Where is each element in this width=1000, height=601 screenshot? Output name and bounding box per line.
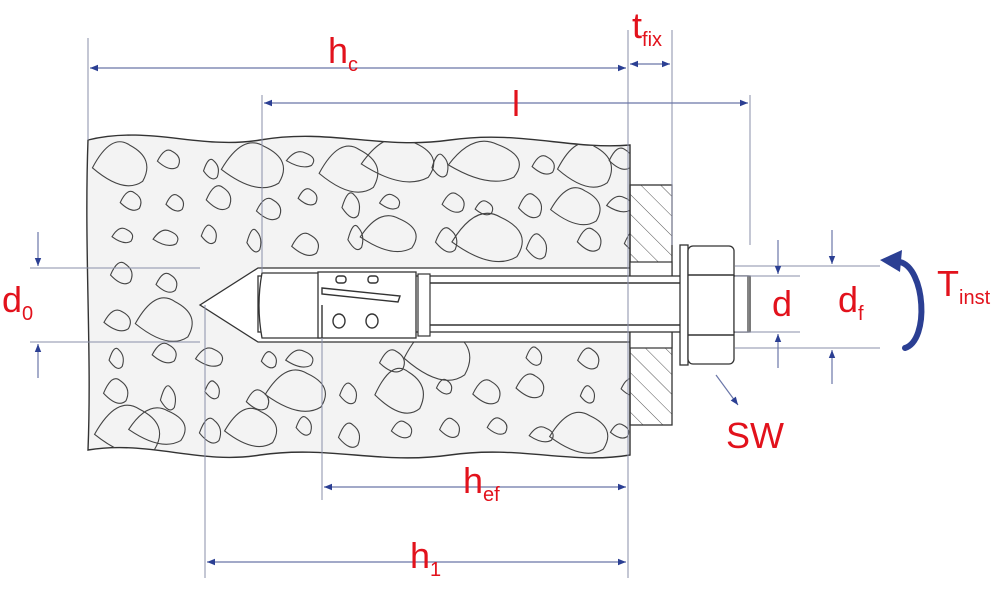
aggregate-stone xyxy=(159,385,177,411)
aggregate-stone xyxy=(525,233,548,260)
label-d: d xyxy=(772,283,792,324)
extension-lines xyxy=(30,30,880,578)
label-hef: hef xyxy=(463,460,500,506)
aggregate-stone xyxy=(548,411,609,454)
aggregate-stone xyxy=(198,417,222,444)
aggregate-stone xyxy=(155,272,178,293)
aggregate-stone xyxy=(205,185,232,211)
aggregate-stone xyxy=(152,229,179,247)
aggregate-stone xyxy=(151,342,177,364)
aggregate-stone xyxy=(447,140,520,182)
aggregate-stone xyxy=(431,153,449,178)
aggregate-stone xyxy=(528,426,554,443)
aggregate-stone xyxy=(246,228,262,253)
aggregate-stone xyxy=(223,407,278,448)
aggregate-stone xyxy=(605,195,631,213)
aggregate-stone xyxy=(202,158,219,180)
label-sw: SW xyxy=(726,415,784,456)
aggregate-stone xyxy=(220,142,284,189)
aggregate-stone xyxy=(260,351,277,369)
aggregate-stone xyxy=(531,155,555,175)
aggregate-stone xyxy=(165,193,185,212)
label-tinst: Tinst xyxy=(937,263,991,309)
aggregate-stone xyxy=(435,378,453,395)
aggregate-stone xyxy=(284,349,314,368)
aggregate-stone xyxy=(204,380,220,400)
torque-arrow-icon xyxy=(880,250,925,351)
label-hc: hc xyxy=(328,30,358,76)
aggregate-stone xyxy=(156,149,180,170)
aggregate-stone xyxy=(337,422,361,448)
aggregate-stone xyxy=(374,367,424,414)
aggregate-stone xyxy=(441,192,465,213)
aggregate-stone xyxy=(517,193,543,219)
aggregate-stone xyxy=(290,232,319,256)
dimension-lines xyxy=(34,60,836,566)
aggregate-stone xyxy=(111,227,134,244)
aggregate-stone xyxy=(108,347,124,369)
aggregate-stone xyxy=(486,417,508,435)
aggregate-stone xyxy=(341,192,361,219)
aggregate-stone xyxy=(608,147,631,170)
anchor-bolt xyxy=(257,244,751,366)
aggregate-stone xyxy=(245,389,270,411)
aggregate-stone xyxy=(390,420,413,439)
aggregate-stone xyxy=(339,382,358,405)
aggregate-stone xyxy=(472,379,501,405)
aggregate-stone xyxy=(134,297,193,342)
aggregate-stone xyxy=(515,373,545,399)
aggregate-stone xyxy=(347,224,364,251)
aggregate-stone xyxy=(102,378,129,404)
aggregate-stone xyxy=(576,227,602,252)
aggregate-stone xyxy=(200,224,217,245)
label-tfix: tfix xyxy=(632,5,662,51)
aggregate-stone xyxy=(577,347,600,370)
aggregate-stone xyxy=(295,416,312,436)
aggregate-stone xyxy=(474,200,494,216)
aggregate-stone xyxy=(549,187,601,226)
aggregate-stone xyxy=(434,227,458,253)
aggregate-stone xyxy=(378,349,405,373)
label-df: df xyxy=(838,279,864,325)
aggregate-stone xyxy=(525,346,543,366)
aggregate-stone xyxy=(378,193,401,210)
aggregate-stone xyxy=(103,309,131,332)
aggregate-stone xyxy=(91,141,148,187)
aggregate-stone xyxy=(451,212,523,263)
label-h1: h1 xyxy=(410,535,441,581)
aggregate-stones xyxy=(91,137,631,455)
aggregate-stone xyxy=(264,369,326,412)
aggregate-stone xyxy=(285,151,315,168)
aggregate-stone xyxy=(318,145,379,193)
label-d0: d0 xyxy=(2,279,33,325)
aggregate-stone xyxy=(119,190,142,211)
aggregate-stone xyxy=(127,407,186,445)
aggregate-stone xyxy=(579,385,596,404)
label-l: l xyxy=(512,83,520,124)
aggregate-stone xyxy=(359,215,417,253)
aggregate-stone xyxy=(255,197,282,221)
aggregate-stone xyxy=(438,417,460,438)
aggregate-stone xyxy=(297,188,318,206)
aggregate-stone xyxy=(109,261,133,285)
